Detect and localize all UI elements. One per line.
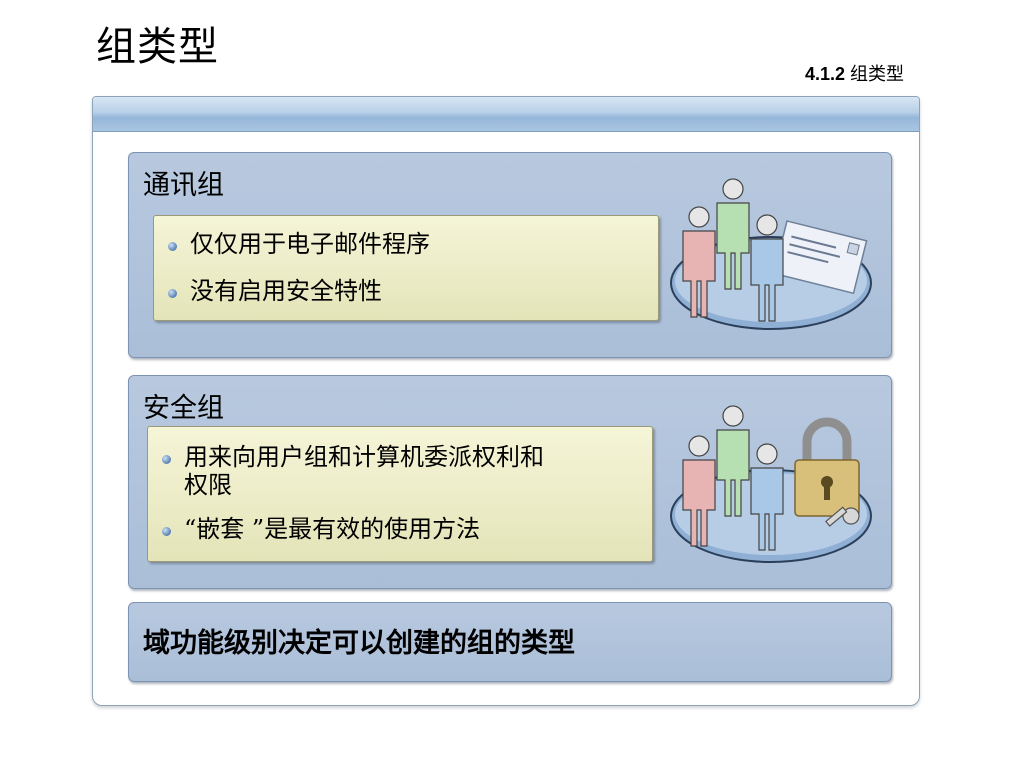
- section-reference: 4.1.2 组类型: [805, 60, 904, 86]
- person-blue: [750, 443, 784, 551]
- panel-title: 通讯组: [143, 170, 224, 201]
- security-group-panel: 安全组 用来向用户组和计算机委派权利和 权限 “嵌套 ”是最有效的使用方法: [128, 375, 892, 589]
- panel-title: 安全组: [143, 393, 224, 424]
- page-title: 组类型: [96, 24, 219, 70]
- bullet-item: 用来向用户组和计算机委派权利和 权限: [184, 443, 544, 499]
- bullet-item: 仅仅用于电子邮件程序: [190, 230, 430, 258]
- bullet-icon: [168, 289, 177, 298]
- bullet-icon: [168, 242, 177, 251]
- section-number: 4.1.2: [804, 64, 845, 84]
- distribution-group-panel: 通讯组 仅仅用于电子邮件程序 没有启用安全特性: [128, 152, 892, 358]
- bullet-icon: [162, 455, 171, 464]
- section-label: 组类型: [850, 64, 904, 84]
- person-red: [682, 206, 716, 318]
- bullet-icon: [162, 527, 171, 536]
- person-blue: [750, 214, 784, 322]
- frame-header-bar: [93, 97, 919, 132]
- bullet-item: 没有启用安全特性: [190, 277, 382, 305]
- people-lock-icon: [670, 405, 872, 563]
- bullet-box: 仅仅用于电子邮件程序 没有启用安全特性: [153, 215, 659, 321]
- person-green: [716, 405, 750, 517]
- bullet-box: 用来向用户组和计算机委派权利和 权限 “嵌套 ”是最有效的使用方法: [147, 426, 653, 562]
- bullet-item: “嵌套 ”是最有效的使用方法: [184, 515, 481, 543]
- domain-functional-level-panel: 域功能级别决定可以创建的组的类型: [128, 602, 892, 682]
- padlock-icon: [794, 417, 860, 517]
- people-envelope-icon: [670, 178, 872, 330]
- person-green: [716, 178, 750, 290]
- person-red: [682, 435, 716, 547]
- key-icon: [825, 506, 860, 527]
- panel-title: 域功能级别决定可以创建的组的类型: [143, 628, 575, 659]
